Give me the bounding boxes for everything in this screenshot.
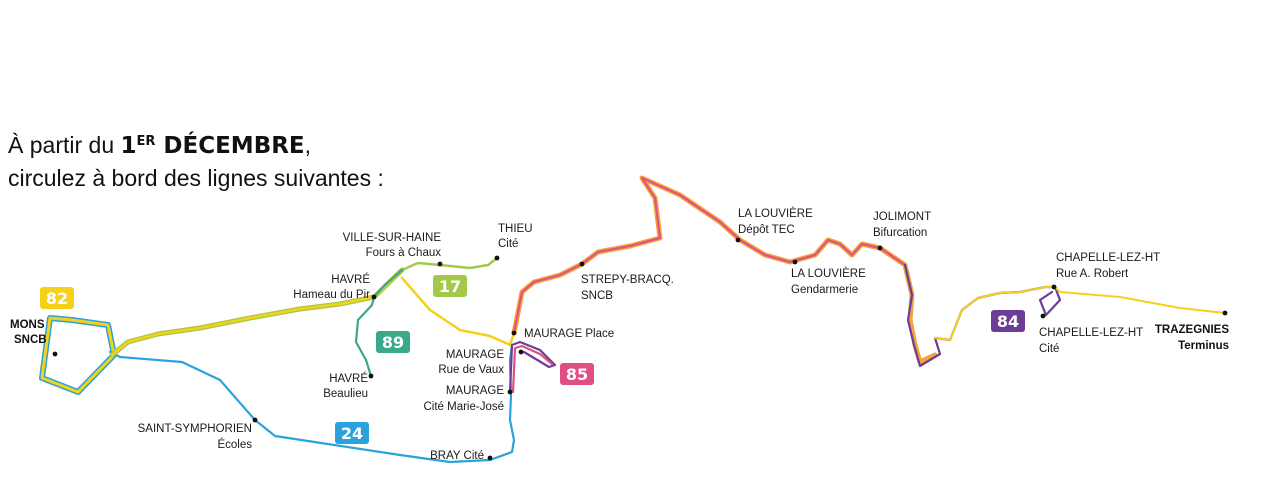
stop-dot-maurage-vaux	[518, 349, 524, 355]
line-badge-84-label: 84	[997, 312, 1019, 331]
label-thieu-2: Cité	[498, 238, 518, 250]
stop-dot-havre-beaulieu	[368, 373, 374, 379]
label-maurage-vaux-1: MAURAGE	[446, 349, 504, 361]
route-line-89	[354, 268, 404, 378]
label-louviere-gend-2: Gendarmerie	[791, 284, 858, 296]
headline-prefix: À partir du	[8, 132, 121, 158]
line-badge-89: 89	[376, 331, 410, 353]
label-strepy-1: STREPY-BRACQ.	[581, 274, 674, 286]
route-line-85-trunk-inner	[513, 177, 906, 334]
stop-dot-chapelle-robert	[1051, 284, 1057, 290]
line-badge-89-label: 89	[382, 333, 404, 352]
label-maurage-mj-1: MAURAGE	[446, 385, 504, 397]
label-louviere-depot-2: Dépôt TEC	[738, 224, 795, 236]
stop-dot-jolimont	[877, 245, 883, 251]
line-badge-24: 24	[335, 422, 369, 444]
label-saint-symphorien-2: Écoles	[217, 438, 252, 451]
line-badge-82: 82	[40, 287, 74, 309]
route-line-85-loop-inner	[511, 344, 554, 394]
stop-dot-louviere-gend	[792, 259, 798, 265]
headline: À partir du 1ER DÉCEMBRE, circulez à bor…	[8, 126, 384, 194]
headline-line-1: À partir du 1ER DÉCEMBRE,	[8, 126, 384, 162]
stop-dot-trazegnies	[1222, 310, 1228, 316]
stop-dot-thieu	[494, 255, 500, 261]
label-ville-sur-haine-1: VILLE-SUR-HAINE	[343, 232, 442, 244]
label-thieu-1: THIEU	[498, 223, 533, 235]
label-maurage-place: MAURAGE Place	[524, 328, 614, 340]
label-mons-1: MONS	[10, 319, 45, 331]
label-saint-symphorien-1: SAINT-SYMPHORIEN	[138, 423, 252, 435]
label-louviere-depot-1: LA LOUVIÈRE	[738, 207, 813, 220]
route-line-85-loop	[508, 340, 557, 394]
label-jolimont-1: JOLIMONT	[873, 211, 931, 223]
stop-dot-saint-symphorien	[252, 417, 258, 423]
headline-day: 1	[120, 133, 137, 159]
label-chapelle-cite-2: Cité	[1039, 343, 1059, 355]
label-trazegnies-2: Terminus	[1178, 340, 1229, 352]
label-strepy-2: SNCB	[581, 290, 613, 302]
stop-dot-strepy	[579, 261, 585, 267]
route-line-24	[108, 343, 516, 464]
label-maurage-vaux-2: Rue de Vaux	[438, 364, 504, 376]
route-line-82-loop-inner	[40, 316, 116, 394]
label-havre-pir-1: HAVRÉ	[331, 273, 370, 286]
stop-dot-louviere-depot	[735, 237, 741, 243]
stop-dot-mons	[52, 351, 58, 357]
label-jolimont-2: Bifurcation	[873, 227, 927, 239]
headline-ordinal: ER	[136, 134, 156, 149]
label-chapelle-robert-2: Rue A. Robert	[1056, 268, 1129, 280]
label-trazegnies-1: TRAZEGNIES	[1155, 324, 1229, 336]
label-mons-2: SNCB	[14, 334, 47, 346]
headline-comma: ,	[304, 132, 312, 158]
stop-dot-chapelle-cite	[1040, 313, 1046, 319]
label-chapelle-cite-1: CHAPELLE-LEZ-HT	[1039, 327, 1143, 339]
line-badge-82-label: 82	[46, 289, 68, 308]
stop-dot-bray	[487, 455, 493, 461]
route-line-17-east	[400, 256, 499, 272]
label-louviere-gend-1: LA LOUVIÈRE	[791, 267, 866, 280]
line-badge-24-label: 24	[341, 424, 363, 443]
label-havre-beaulieu-1: HAVRÉ	[329, 372, 368, 385]
label-bray: BRAY Cité	[430, 450, 484, 462]
label-havre-beaulieu-2: Beaulieu	[323, 388, 368, 400]
stop-dot-havre-pir	[371, 294, 377, 300]
stop-dot-maurage-place	[511, 330, 517, 336]
stop-dot-maurage-mj	[507, 389, 513, 395]
route-line-82-center	[400, 276, 516, 347]
headline-line-2: circulez à bord des lignes suivantes :	[8, 165, 384, 191]
stop-dot-ville-sur-haine	[437, 261, 443, 267]
label-chapelle-robert-1: CHAPELLE-LEZ-HT	[1056, 252, 1160, 264]
line-badge-84: 84	[991, 310, 1025, 332]
label-ville-sur-haine-2: Fours à Chaux	[366, 247, 442, 259]
line-badge-17: 17	[433, 275, 467, 297]
line-badge-85: 85	[560, 363, 594, 385]
label-havre-pir-2: Hameau du Pir	[293, 289, 370, 301]
line-badge-17-label: 17	[439, 277, 461, 296]
label-maurage-mj-2: Cité Marie-José	[423, 401, 504, 413]
route-line-82-east	[934, 286, 1226, 341]
route-line-84	[903, 263, 1062, 368]
line-badge-85-label: 85	[566, 365, 588, 384]
headline-date: 1ER DÉCEMBRE	[121, 133, 305, 159]
route-line-82-west	[110, 268, 404, 357]
headline-month: DÉCEMBRE	[155, 133, 305, 159]
